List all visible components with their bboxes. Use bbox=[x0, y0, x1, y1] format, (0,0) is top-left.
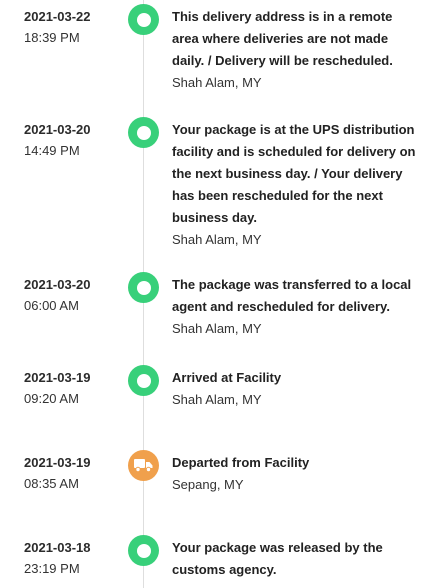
event-time: 18:39 PM bbox=[24, 30, 80, 45]
event-description: This delivery address is in a remote are… bbox=[172, 6, 422, 94]
event-date: 2021-03-18 bbox=[24, 540, 91, 555]
event-date: 2021-03-19 bbox=[24, 455, 91, 470]
event-status-text: Your package was released by the customs… bbox=[172, 540, 383, 577]
event-date: 2021-03-20 bbox=[24, 277, 91, 292]
event-time: 08:35 AM bbox=[24, 476, 79, 491]
truck-icon bbox=[128, 450, 159, 481]
event-location: Shah Alam, MY bbox=[172, 232, 262, 247]
event-time: 09:20 AM bbox=[24, 391, 79, 406]
event-description: Departed from Facility Sepang, MY bbox=[172, 452, 422, 496]
event-date: 2021-03-19 bbox=[24, 370, 91, 385]
event-date: 2021-03-22 bbox=[24, 9, 91, 24]
event-description: The package was transferred to a local a… bbox=[172, 274, 422, 340]
event-location: Shah Alam, MY bbox=[172, 392, 262, 407]
event-description: Your package was released by the customs… bbox=[172, 537, 422, 581]
event-location: Sepang, MY bbox=[172, 477, 244, 492]
check-circle-icon bbox=[128, 272, 159, 303]
event-status-text: This delivery address is in a remote are… bbox=[172, 9, 393, 68]
event-description: Your package is at the UPS distribution … bbox=[172, 119, 422, 251]
truck-glyph bbox=[134, 459, 153, 473]
check-circle-icon bbox=[128, 117, 159, 148]
event-location: Shah Alam, MY bbox=[172, 75, 262, 90]
event-status-text: The package was transferred to a local a… bbox=[172, 277, 412, 314]
check-circle-icon bbox=[128, 535, 159, 566]
event-time: 14:49 PM bbox=[24, 143, 80, 158]
event-time: 23:19 PM bbox=[24, 561, 80, 576]
check-circle-icon bbox=[128, 365, 159, 396]
event-location: Shah Alam, MY bbox=[172, 321, 262, 336]
event-time: 06:00 AM bbox=[24, 298, 79, 313]
event-date: 2021-03-20 bbox=[24, 122, 91, 137]
event-status-text: Your package is at the UPS distribution … bbox=[172, 122, 416, 225]
event-status-text: Departed from Facility bbox=[172, 455, 310, 470]
event-status-text: Arrived at Facility bbox=[172, 370, 282, 385]
check-circle-icon bbox=[128, 4, 159, 35]
event-description: Arrived at Facility Shah Alam, MY bbox=[172, 367, 422, 411]
